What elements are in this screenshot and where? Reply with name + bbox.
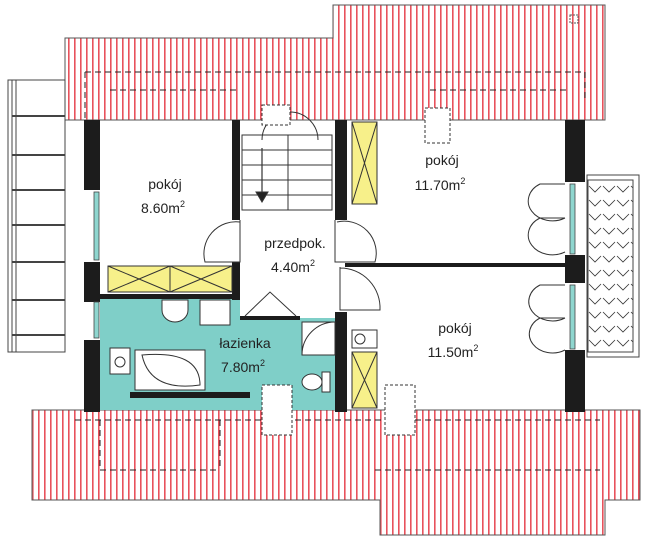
area-unit-exponent: 2 [180,199,185,209]
room-area: 11.50m [428,344,474,360]
room-area: 7.80m [221,359,260,375]
svg-text:11.50m2: 11.50m2 [428,343,479,360]
room-name: pokój [438,320,471,336]
roof-bottom [31,409,641,536]
wardrobes [107,121,378,409]
roof-top [64,4,606,121]
windows [93,183,576,350]
walls [84,120,585,412]
area-unit-exponent: 2 [310,258,315,268]
svg-text:4.40m2: 4.40m2 [271,258,315,275]
left-balcony [7,79,66,353]
room-area: 11.70m [415,177,461,193]
staircase [241,111,333,211]
room-name: pokój [425,152,458,168]
room-label-lazienka: łazienka 7.80m2 [219,335,271,375]
room-label-przedpokoj: przedpok. 4.40m2 [264,235,325,275]
bathroom-fixtures [109,299,378,393]
room-area: 4.40m [271,259,310,275]
svg-text:7.80m2: 7.80m2 [221,358,265,375]
doors [203,183,566,354]
skylights [261,104,451,436]
room-area: 8.60m [141,200,180,216]
room-name: pokój [148,176,181,192]
room-label-pokoj-2: pokój 11.70m2 [415,152,466,193]
area-unit-exponent: 2 [260,358,265,368]
room-name: łazienka [219,335,271,351]
svg-text:8.60m2: 8.60m2 [141,199,185,216]
area-unit-exponent: 2 [460,176,465,186]
room-label-pokoj-3: pokój 11.50m2 [428,320,479,360]
room-label-pokoj-1: pokój 8.60m2 [141,176,185,216]
room-name: przedpok. [264,235,325,251]
area-unit-exponent: 2 [473,343,478,353]
svg-text:11.70m2: 11.70m2 [415,176,466,193]
right-balcony [586,174,640,358]
